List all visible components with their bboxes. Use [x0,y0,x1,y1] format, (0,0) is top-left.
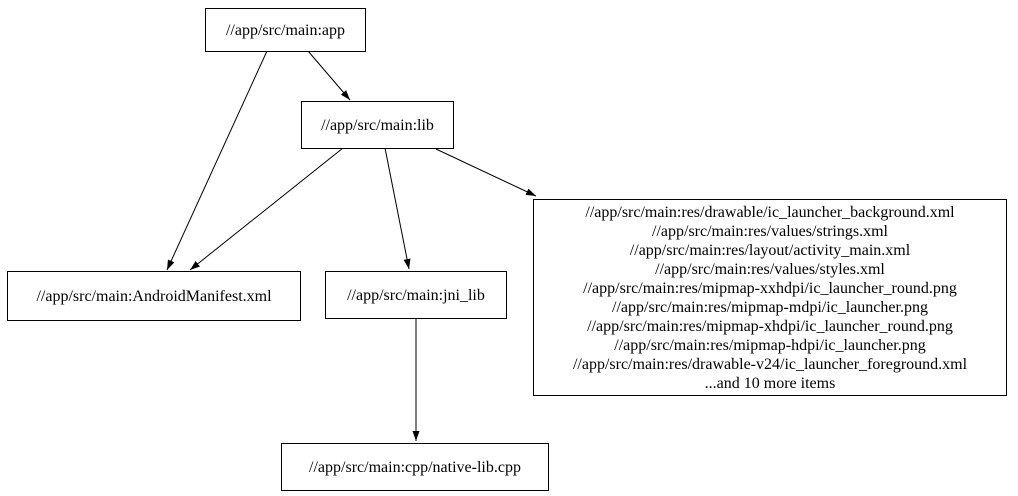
node-app: //app/src/main:app [205,8,366,52]
resource-line: //app/src/main:res/mipmap-xxhdpi/ic_laun… [583,279,957,297]
node-android-manifest-label: //app/src/main:AndroidManifest.xml [36,287,272,305]
node-resources-group: //app/src/main:res/drawable/ic_launcher_… [533,199,1007,396]
resource-line: //app/src/main:res/layout/activity_main.… [629,241,911,259]
node-native-lib-cpp: //app/src/main:cpp/native-lib.cpp [281,443,549,491]
edge-lib-to-manifest [189,147,344,271]
resource-line: //app/src/main:res/values/styles.xml [655,260,885,278]
resource-line: //app/src/main:res/drawable/ic_launcher_… [585,203,955,221]
edge-lib-to-resources [435,148,537,197]
node-native-lib-cpp-label: //app/src/main:cpp/native-lib.cpp [309,458,521,476]
resource-line: //app/src/main:res/mipmap-mdpi/ic_launch… [612,298,928,316]
node-lib: //app/src/main:lib [301,101,454,149]
resource-line: //app/src/main:res/drawable-v24/ic_launc… [572,355,968,373]
resource-line: //app/src/main:res/mipmap-hdpi/ic_launch… [614,336,926,354]
edge-app-to-lib [307,50,351,101]
edge-lib-to-jni-lib [384,147,411,270]
node-jni-lib-label: //app/src/main:jni_lib [347,286,485,304]
resource-line: //app/src/main:res/mipmap-xhdpi/ic_launc… [587,317,953,335]
edge-app-to-manifest [166,50,268,271]
node-app-label: //app/src/main:app [225,21,346,39]
node-android-manifest: //app/src/main:AndroidManifest.xml [7,271,301,321]
resource-line: //app/src/main:res/values/strings.xml [652,222,888,240]
node-lib-label: //app/src/main:lib [321,116,434,134]
node-jni-lib: //app/src/main:jni_lib [325,271,507,319]
resource-line-more-items: ...and 10 more items [704,374,836,392]
